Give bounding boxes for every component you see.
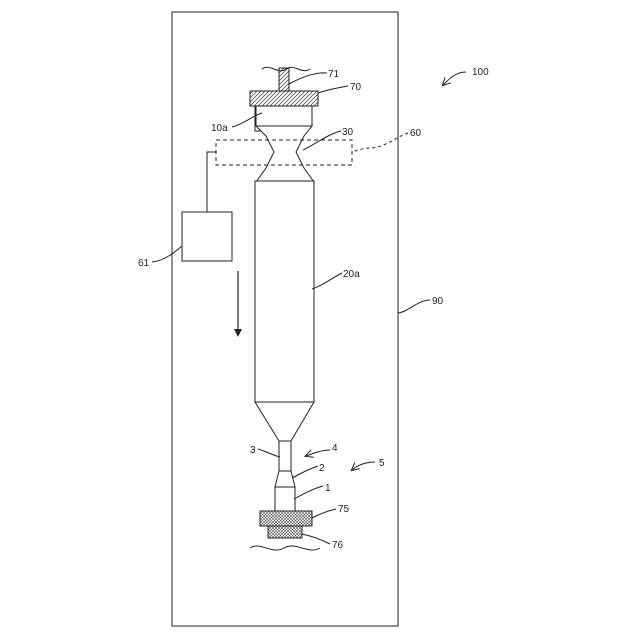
label-enclosure: 90 bbox=[432, 296, 444, 307]
label-neck-section: 4 bbox=[332, 443, 338, 454]
neck-section bbox=[256, 126, 314, 182]
upper-rod bbox=[262, 67, 310, 91]
controller-box bbox=[182, 212, 232, 261]
label-lower-clamp: 75 bbox=[338, 504, 350, 515]
lower-rod bbox=[250, 526, 320, 550]
seed bbox=[275, 487, 295, 511]
label-seed: 1 bbox=[325, 483, 331, 494]
label-seed-neck: 2 bbox=[319, 463, 325, 474]
upper-clamp bbox=[250, 91, 318, 106]
label-upper-body: 10a bbox=[211, 123, 228, 134]
label-neck: 30 bbox=[342, 127, 354, 138]
label-taper-section: 3 bbox=[250, 445, 256, 456]
device-pointer-arrow bbox=[443, 72, 466, 85]
taper-section bbox=[279, 441, 291, 471]
seed-neck bbox=[275, 471, 295, 487]
label-seed-assembly: 5 bbox=[379, 458, 385, 469]
label-heater-zone: 60 bbox=[410, 128, 422, 139]
label-device: 100 bbox=[472, 67, 489, 78]
neck-pointer-arrow bbox=[306, 450, 330, 456]
lower-clamp bbox=[260, 511, 312, 526]
label-lower-rod: 76 bbox=[332, 540, 344, 551]
lower-cone bbox=[255, 402, 314, 441]
label-upper-clamp: 70 bbox=[350, 82, 362, 93]
label-main-body: 20a bbox=[343, 269, 360, 280]
main-body bbox=[255, 181, 314, 402]
seed-assembly-pointer-arrow bbox=[352, 462, 375, 470]
label-controller: 61 bbox=[138, 258, 150, 269]
controller-link bbox=[207, 152, 216, 212]
label-upper-rod: 71 bbox=[328, 69, 340, 80]
